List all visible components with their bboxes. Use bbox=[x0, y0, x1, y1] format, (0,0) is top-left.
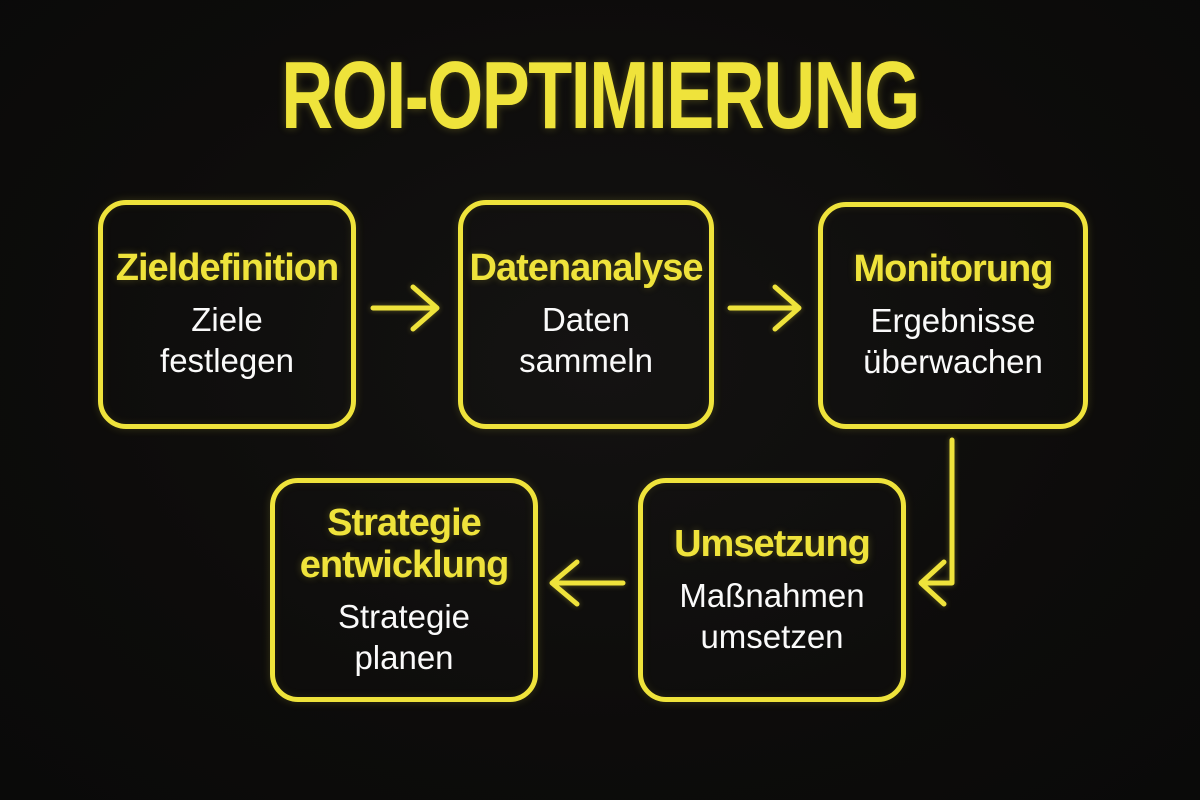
node-datenanalyse-subtitle: Daten sammeln bbox=[519, 301, 653, 380]
node-datenanalyse-title: Datenanalyse bbox=[469, 247, 704, 290]
node-zieldefinition: Zieldefinition Ziele festlegen bbox=[98, 200, 356, 429]
page-title-text: ROI-OPTIMIERUNG bbox=[281, 42, 920, 149]
node-monitorung-title: Monitorung bbox=[853, 248, 1054, 291]
arrow-umsetzung-to-strategieentwicklung-head bbox=[549, 559, 580, 607]
arrow-monitorung-to-umsetzung-line bbox=[923, 437, 955, 586]
node-monitorung: Monitorung Ergebnisse überwachen bbox=[818, 202, 1088, 429]
node-umsetzung: Umsetzung Maßnahmen umsetzen bbox=[638, 478, 906, 702]
node-zieldefinition-subtitle: Ziele festlegen bbox=[160, 301, 294, 380]
node-strategieentwicklung-title: Strategie entwicklung bbox=[299, 501, 510, 587]
page-title: ROI-OPTIMIERUNG bbox=[0, 44, 1200, 148]
node-strategieentwicklung-subtitle: Strategie planen bbox=[337, 597, 471, 677]
node-datenanalyse: Datenanalyse Daten sammeln bbox=[458, 200, 714, 429]
node-monitorung-subtitle: Ergebnisse überwachen bbox=[863, 302, 1043, 381]
arrow-monitorung-to-umsetzung-head bbox=[918, 559, 947, 607]
node-zieldefinition-title: Zieldefinition bbox=[115, 247, 339, 290]
node-umsetzung-subtitle: Maßnahmen umsetzen bbox=[679, 576, 865, 655]
node-umsetzung-title: Umsetzung bbox=[674, 522, 871, 565]
arrow-datenanalyse-to-monitorung-head bbox=[772, 284, 802, 332]
arrow-zieldefinition-to-datenanalyse-head bbox=[410, 284, 440, 332]
node-strategieentwicklung: Strategie entwicklung Strategie planen bbox=[270, 478, 538, 702]
